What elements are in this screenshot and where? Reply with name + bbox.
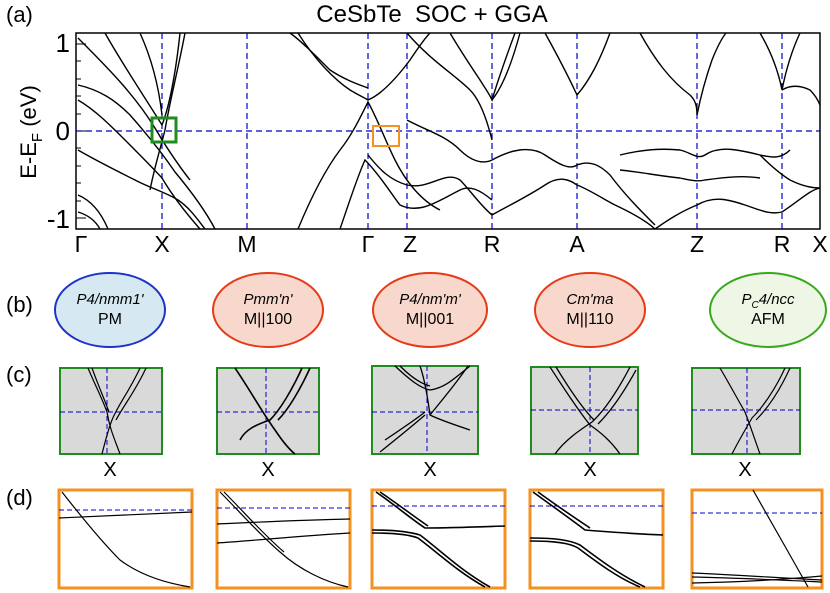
symmetry-ellipse-m001: P4/nm'm' M||001 [372, 272, 488, 348]
magnetic-phase-label: PM [98, 311, 122, 328]
panel-d: (d) [6, 485, 824, 590]
zoom-panel-x-2 [216, 367, 320, 455]
kpoint-label: Γ [362, 231, 375, 257]
y-axis-label: E-EF (eV) [16, 85, 46, 179]
magnetic-group-symbol: Cm'ma [566, 291, 613, 308]
magnetic-group-symbol: P4/nm'm' [399, 291, 462, 308]
panel-a-title: CeSbTe SOC + GGA [316, 1, 547, 28]
kpoint-label: A [569, 231, 585, 257]
zoom-panel-x-4 [530, 366, 639, 455]
panel-c: (c) [6, 362, 801, 481]
symmetry-ellipse-afm: PC4/ncc AFM [709, 272, 827, 348]
magnetic-group-symbol: Pmm'n' [243, 291, 293, 308]
zoom-panel-gamma-4 [528, 488, 665, 590]
panel-c-label: (c) [6, 362, 32, 387]
y-tick-label: 0 [56, 116, 70, 146]
zoom-panel-gamma-3 [370, 488, 507, 590]
y-axis-label-unit: (eV) [16, 85, 41, 133]
k-point-labels: Γ X M Γ Z R A Z R X [75, 231, 828, 257]
symmetry-ellipse-m110: Cm'ma M||110 [534, 272, 646, 348]
y-axis-label-main: E-E [16, 142, 41, 179]
zoom-panel-x-5 [691, 367, 801, 455]
band-curves [77, 32, 821, 230]
symmetry-ellipse-pm: P4/nmm1' PM [54, 272, 166, 348]
magnetic-group-symbol: PC4/ncc [741, 291, 795, 311]
kpoint-label: R [774, 231, 791, 257]
y-tick-label: 1 [56, 28, 70, 58]
kpoint-label: X [812, 231, 827, 257]
kpoint-label: R [484, 231, 501, 257]
panel-b: (b) P4/nmm1' PM Pmm'n' M||100 P4/nm'm' M… [6, 272, 827, 348]
zoom-kpoint-label: X [423, 459, 436, 481]
symmetry-guides [76, 33, 820, 229]
kpoint-label: Z [403, 231, 417, 257]
zoom-panel-gamma-2 [215, 488, 352, 590]
panel-a: (a) CeSbTe SOC + GGA E-EF (eV) 1 0 -1 [6, 1, 828, 257]
panel-d-label: (d) [6, 485, 33, 510]
zoom-panel-gamma-1 [57, 488, 194, 590]
zoom-panel-gamma-5 [690, 488, 824, 590]
zoom-panel-x-1 [59, 367, 163, 455]
magnetic-group-symbol: P4/nmm1' [76, 291, 144, 308]
green-highlight-box [150, 116, 178, 144]
magnetic-phase-label: AFM [751, 311, 785, 328]
zoom-kpoint-label: X [738, 459, 751, 481]
magnetic-group-symbol-sub: C [751, 300, 759, 311]
y-axis-label-sub: F [29, 133, 46, 142]
magnetic-group-symbol-rest: 4/ncc [759, 291, 795, 308]
panel-b-label: (b) [6, 292, 33, 317]
kpoint-label: X [154, 231, 169, 257]
kpoint-label: Γ [75, 231, 88, 257]
orange-highlight-box [372, 125, 400, 147]
panel-a-label: (a) [6, 2, 33, 27]
kpoint-label: Z [690, 231, 704, 257]
zoom-panel-x-3 [371, 365, 479, 455]
symmetry-ellipse-m100: Pmm'n' M||100 [212, 272, 324, 348]
magnetic-phase-label: M||100 [244, 311, 292, 328]
magnetic-phase-label: M||001 [406, 311, 454, 328]
magnetic-phase-label: M||110 [566, 311, 613, 328]
magnetic-group-symbol-main: P [741, 291, 751, 308]
zoom-kpoint-label: X [261, 459, 274, 481]
y-tick-label: -1 [47, 204, 70, 234]
zoom-kpoint-label: X [103, 459, 116, 481]
zoom-kpoint-label: X [583, 459, 596, 481]
kpoint-label: M [237, 231, 256, 257]
